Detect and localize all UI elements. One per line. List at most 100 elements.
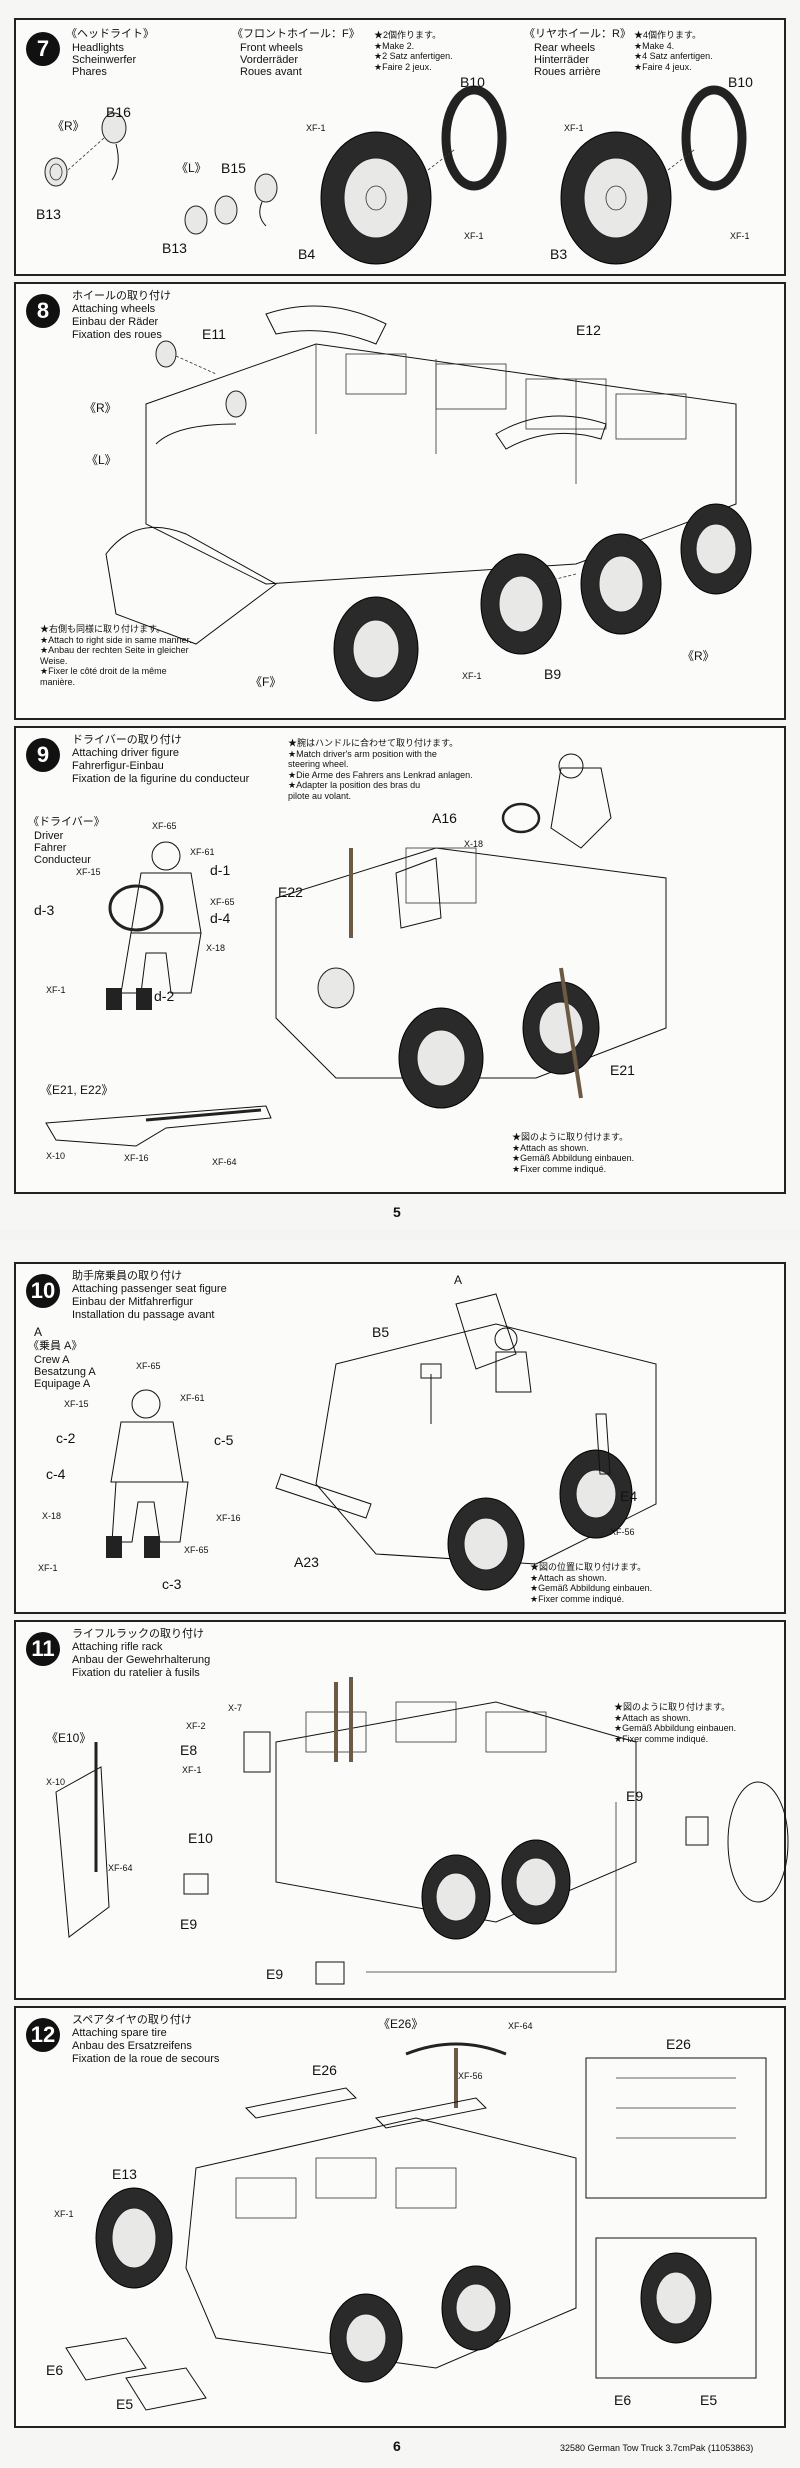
step-10-panel: 10 助手席乗員の取り付け Attaching passenger seat f…	[14, 1262, 786, 1614]
label-a-circle-truck: A	[454, 1273, 463, 1287]
rear-wheels-title-jp: 《リヤホイール：R》	[524, 28, 631, 40]
step-10-note: ★図の位置に取り付けます。 ★Attach as shown. ★Gemäß A…	[530, 1562, 653, 1604]
label-x7: X-7	[228, 1703, 243, 1713]
label-xf56: XF-56	[458, 2071, 483, 2081]
label-e9-right: E9	[626, 1788, 644, 1804]
label-e11: E11	[202, 326, 226, 342]
label-b16: B16	[106, 104, 131, 120]
truck-front-view	[585, 2057, 767, 2379]
label-e4: E4	[620, 1488, 638, 1504]
label-xf15: XF-15	[76, 867, 101, 877]
label-xf64: XF-64	[108, 1863, 133, 1873]
label-e26-front: E26	[666, 2036, 691, 2052]
label-a23: A23	[294, 1554, 319, 1570]
label-e26-heading: 《E26》	[378, 2017, 424, 2031]
step-9-panel: 9 ドライバーの取り付け Attaching driver figure Fah…	[14, 726, 786, 1194]
crew-title-fr: Equipage A	[34, 1378, 91, 1390]
label-e5-front: E5	[700, 2392, 718, 2408]
label-e22: E22	[278, 884, 303, 900]
driver-title-en: Driver	[34, 830, 64, 842]
step-number: 7	[26, 32, 60, 66]
label-b9: B9	[544, 666, 562, 682]
step-9-title: ドライバーの取り付け Attaching driver figure Fahre…	[72, 734, 250, 785]
label-xf1: XF-1	[182, 1765, 202, 1775]
label-e8: E8	[180, 1742, 198, 1758]
crew-title-en: Crew A	[34, 1354, 70, 1366]
label-c3: c-3	[162, 1576, 182, 1592]
label-xf16: XF-16	[124, 1153, 149, 1163]
step-12-illustration	[65, 2042, 767, 2411]
headlight-right	[44, 112, 127, 187]
step-11-title: ライフルラックの取り付け Attaching rifle rack Anbau …	[72, 1628, 211, 1679]
label-x10: X-10	[46, 1151, 66, 1161]
label-e12: E12	[576, 322, 601, 338]
label-x10: X-10	[46, 1777, 66, 1787]
step-8-illustration	[105, 305, 752, 702]
label-c2: c-2	[56, 1430, 76, 1446]
label-xf61: XF-61	[190, 847, 215, 857]
label-r: 《R》	[52, 119, 85, 133]
step-12-title: スペアタイヤの取り付け Attaching spare tire Anbau d…	[72, 2014, 220, 2065]
front-wheels-title-en: Front wheels	[240, 42, 303, 54]
rear-wheels-title-en: Rear wheels	[534, 42, 596, 54]
label-d4: d-4	[210, 910, 231, 926]
crew-figure	[106, 1389, 189, 1558]
rifle	[45, 1105, 272, 1147]
pickaxe-detail	[405, 2042, 507, 2108]
label-b13-right: B13	[36, 206, 61, 222]
step-9-illustration	[45, 753, 667, 1147]
label-c5: c-5	[214, 1432, 234, 1448]
label-b10-front: B10	[460, 74, 485, 90]
label-xf1-front-a: XF-1	[306, 123, 326, 133]
label-xf1: XF-1	[462, 671, 482, 681]
page-footer: 32580 German Tow Truck 3.7cmPak (1105386…	[560, 2443, 754, 2453]
label-xf1-rear-a: XF-1	[564, 123, 584, 133]
rifle-rack-detail	[55, 1742, 110, 1938]
label-d2: d-2	[154, 988, 175, 1004]
label-b3: B3	[550, 246, 568, 262]
label-e21: E21	[610, 1062, 635, 1078]
label-b5: B5	[372, 1324, 390, 1340]
label-e5-side: E5	[116, 2396, 134, 2412]
label-xf65-bottom: XF-65	[184, 1545, 209, 1555]
step-7-panel: 7 《ヘッドライト》 Headlights Scheinwerfer Phare…	[14, 18, 786, 276]
front-wheels-title-jp: 《フロントホイール：F》	[232, 28, 360, 40]
label-xf64: XF-64	[508, 2021, 533, 2031]
truck-rear-view	[183, 1677, 789, 1985]
label-xf64: XF-64	[212, 1157, 237, 1167]
label-e13: E13	[112, 2166, 137, 2182]
label-xf15: XF-15	[64, 1399, 89, 1409]
label-xf2: XF-2	[186, 1721, 206, 1731]
step-7-illustration	[44, 85, 747, 265]
label-d1: d-1	[210, 862, 231, 878]
truck-driver-view	[275, 753, 667, 1109]
label-xf61: XF-61	[180, 1393, 205, 1403]
label-e6-side: E6	[46, 2362, 64, 2378]
driver-figure	[106, 841, 202, 1010]
rear-wheels-title-fr: Roues arrière	[534, 66, 601, 78]
label-a16: A16	[432, 810, 457, 826]
label-xf16: XF-16	[216, 1513, 241, 1523]
label-xf1-front-b: XF-1	[464, 231, 484, 241]
step-number: 12	[26, 2018, 60, 2052]
label-xf1-rear-b: XF-1	[730, 231, 750, 241]
rear-wheels-note: ★4個作ります。 ★Make 4. ★4 Satz anfertigen. ★F…	[634, 30, 713, 72]
step-9-note-top: ★腕はハンドルに合わせて取り付けます。 ★Match driver's arm …	[288, 738, 473, 801]
driver-title-fr: Conducteur	[34, 854, 91, 866]
step-11-note: ★図のように取り付けます。 ★Attach as shown. ★Gemäß A…	[614, 1702, 737, 1744]
label-b10-rear: B10	[728, 74, 753, 90]
label-b15: B15	[221, 160, 246, 176]
label-e10: E10	[188, 1830, 213, 1846]
crew-title-jp: 《乗員 A》	[28, 1340, 83, 1352]
step-number: 8	[26, 294, 60, 328]
driver-title-jp: 《ドライバー》	[28, 816, 105, 828]
step-11-illustration	[55, 1677, 789, 1985]
label-l: 《L》	[86, 453, 117, 467]
front-wheels-title-fr: Roues avant	[240, 66, 302, 78]
label-e6-front: E6	[614, 2392, 632, 2408]
crew-title-de: Besatzung A	[34, 1366, 96, 1378]
headlights-title-en: Headlights	[72, 42, 124, 54]
headlights-title-jp: 《ヘッドライト》	[66, 28, 154, 40]
step-8-note: ★右側も同様に取り付けます。 ★Attach to right side in …	[40, 624, 192, 687]
label-x18: X-18	[42, 1511, 62, 1521]
